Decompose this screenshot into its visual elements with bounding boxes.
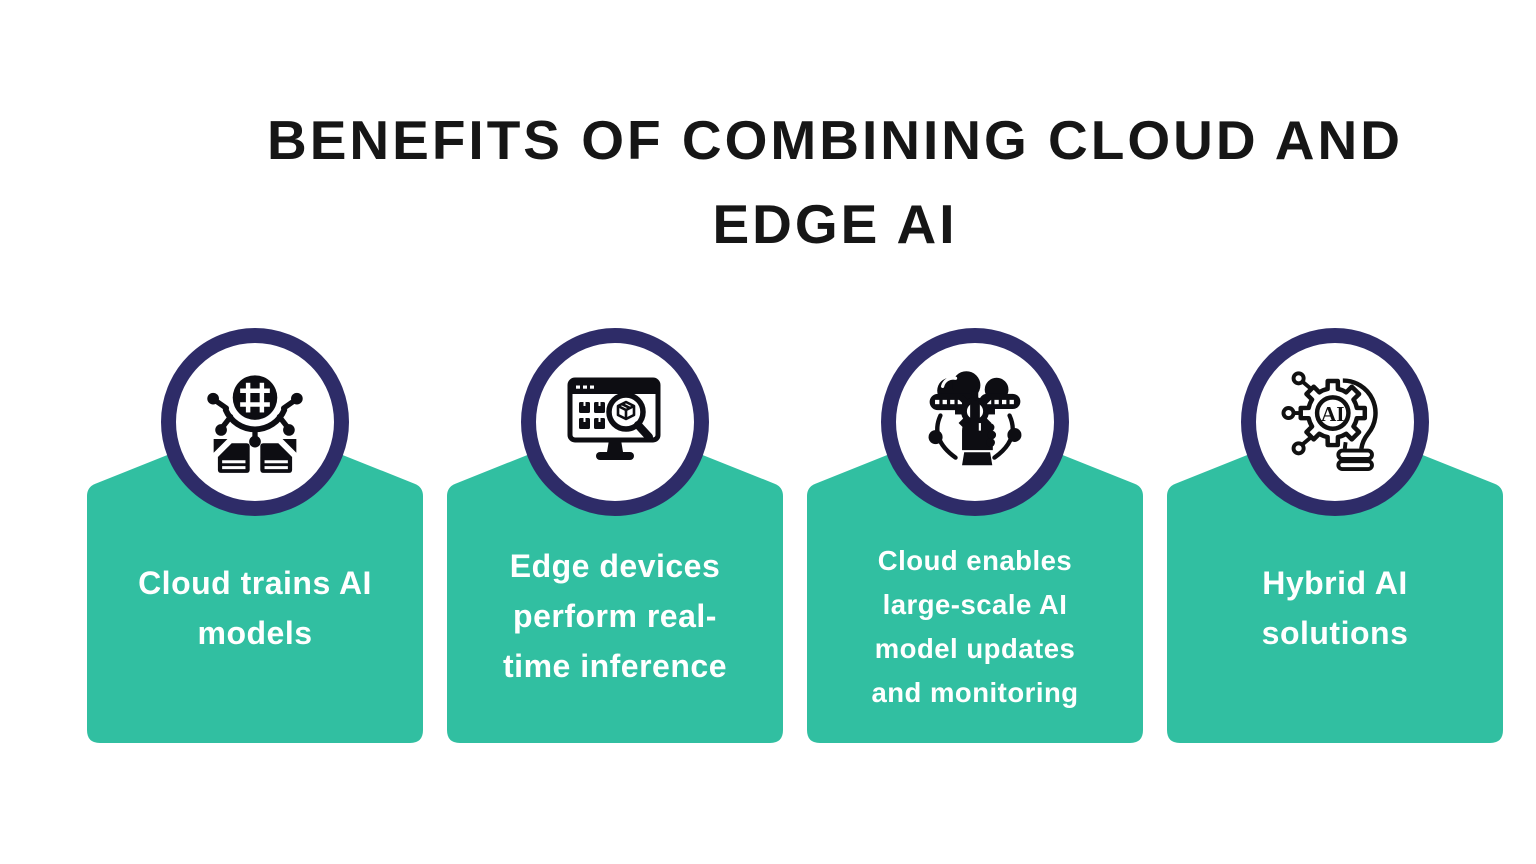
card-label-line: large-scale AI bbox=[882, 589, 1068, 620]
card-label-line: Hybrid AI bbox=[1262, 565, 1408, 601]
benefit-card-edge-inference: Edge devices perform real- time inferenc… bbox=[447, 328, 783, 743]
chip-network-documents-icon bbox=[207, 375, 303, 473]
icon-badge bbox=[521, 328, 709, 516]
card-label: Edge devices perform real- time inferenc… bbox=[457, 515, 773, 743]
card-label-line: Edge devices bbox=[509, 548, 721, 584]
card-shape bbox=[807, 420, 1143, 743]
icon-badge: AI bbox=[1241, 328, 1429, 516]
benefit-card-cloud-trains: Cloud trains AI models bbox=[87, 328, 423, 743]
card-label-line: models bbox=[197, 615, 313, 651]
gear-ai-lightbulb-icon: AI bbox=[1281, 371, 1378, 471]
card-label: Hybrid AI solutions bbox=[1177, 515, 1493, 743]
title-line-1: BENEFITS OF COMBINING CLOUD AND bbox=[267, 109, 1403, 171]
card-label: Cloud enables large-scale AI model updat… bbox=[817, 515, 1133, 743]
card-label: Cloud trains AI models bbox=[97, 515, 413, 743]
icon-badge bbox=[161, 328, 349, 516]
card-label-line: perform real- bbox=[513, 598, 717, 634]
benefit-card-cloud-updates: Cloud enables large-scale AI model updat… bbox=[807, 328, 1143, 743]
card-shape bbox=[1167, 420, 1503, 743]
card-shape bbox=[87, 420, 423, 743]
benefit-card-hybrid-ai: AI Hybrid AI solutions bbox=[1167, 328, 1503, 743]
icon-ai-label: AI bbox=[1321, 402, 1345, 426]
title-line-2: EDGE AI bbox=[712, 193, 958, 255]
card-label-line: solutions bbox=[1261, 615, 1409, 651]
card-label-line: time inference bbox=[503, 648, 727, 684]
card-shape bbox=[447, 420, 783, 743]
card-label-line: Cloud trains AI bbox=[138, 565, 372, 601]
page-title: BENEFITS OF COMBINING CLOUD AND EDGE AI bbox=[230, 98, 1440, 266]
icon-badge bbox=[881, 328, 1069, 516]
card-label-line: Cloud enables bbox=[877, 545, 1073, 576]
card-label-line: model updates bbox=[874, 633, 1076, 664]
cloud-gear-hand-icon bbox=[928, 371, 1022, 466]
monitor-magnifier-icon bbox=[567, 377, 661, 460]
card-label-line: and monitoring bbox=[871, 677, 1079, 708]
